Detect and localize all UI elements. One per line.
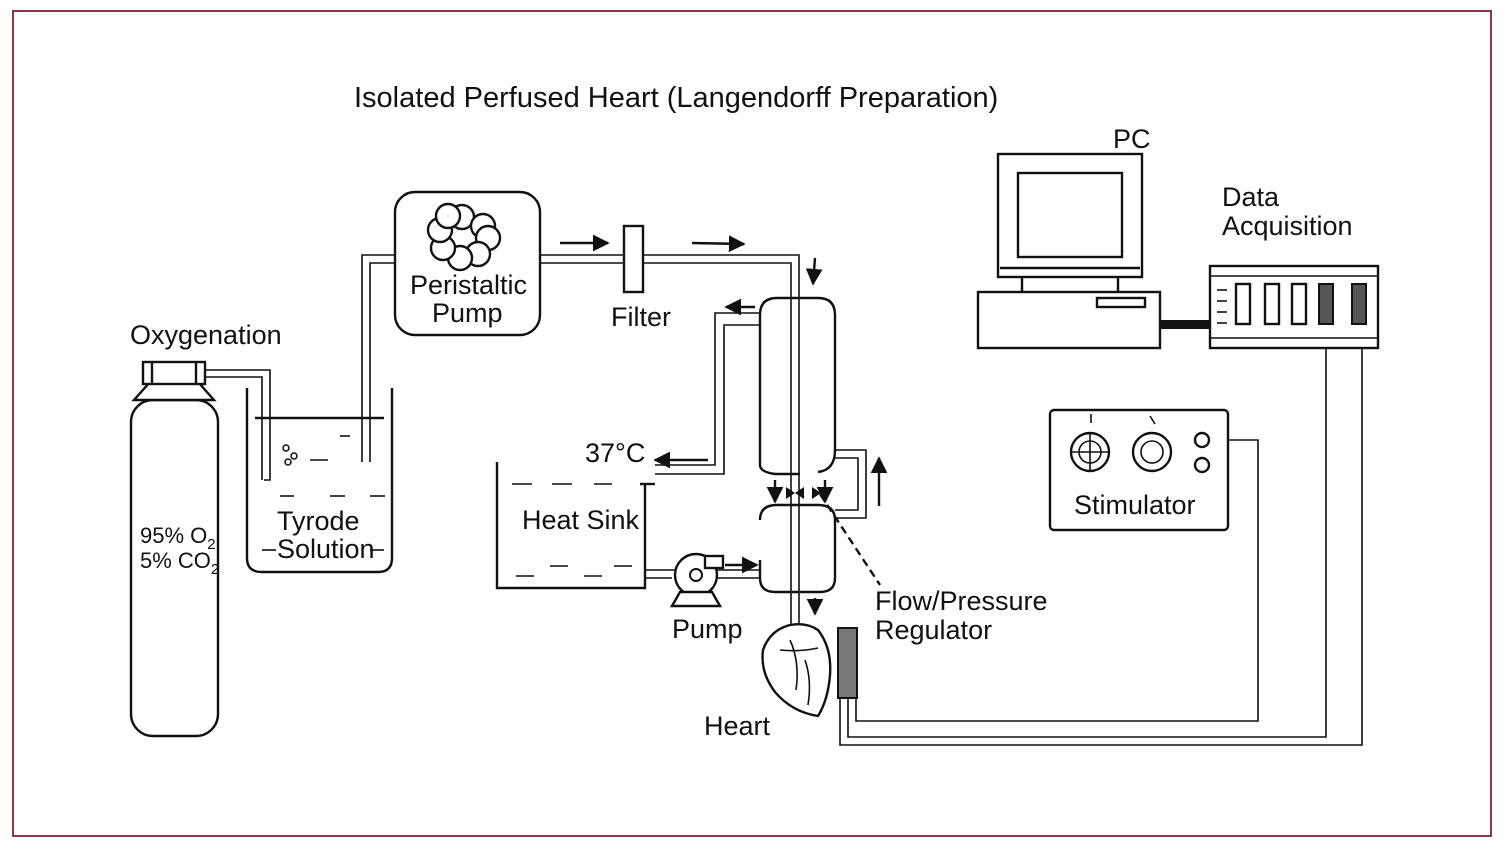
- oxygenation-label: Oxygenation: [130, 320, 282, 350]
- gas-mixture-o2: 95% O2: [140, 523, 216, 553]
- gas-mixture-co2: 5% CO2: [140, 548, 219, 578]
- filter: [622, 224, 645, 294]
- tyrode-label-1: Tyrode: [277, 506, 360, 536]
- heart-label: Heart: [704, 711, 771, 741]
- flow-arrow-3: [805, 257, 823, 286]
- temperature-label: 37°C: [585, 438, 645, 468]
- flow-regulator-valve: [786, 487, 821, 499]
- flow-label-1: Flow/Pressure: [875, 586, 1048, 616]
- tyrode-label-2: Solution: [277, 534, 375, 564]
- tyrode-beaker: [245, 388, 394, 574]
- filter-label: Filter: [611, 302, 671, 332]
- heart: [761, 622, 832, 718]
- bypass-loop: [835, 449, 867, 519]
- peristaltic-label-2: Pump: [432, 298, 503, 328]
- pc-computer: [976, 152, 1162, 350]
- regulator-pointer: [818, 493, 882, 586]
- intake-tube: [361, 254, 400, 462]
- circulation-pump: [669, 552, 725, 608]
- pc-label: PC: [1113, 124, 1151, 154]
- heat-sink-label: Heat Sink: [522, 505, 640, 535]
- stimulator-unit: [1048, 408, 1230, 532]
- data-acquisition-unit: [1208, 264, 1380, 350]
- daq-label-2: Acquisition: [1222, 211, 1353, 241]
- jacket-return-tube: [655, 312, 760, 475]
- figure-frame: [12, 10, 1492, 837]
- stimulator-label: Stimulator: [1074, 490, 1196, 520]
- pc-daq-cable: [1160, 320, 1210, 329]
- stimulating-electrode: [837, 627, 858, 699]
- peristaltic-label-1: Peristaltic: [410, 270, 527, 300]
- diagram-title: Isolated Perfused Heart (Langendorff Pre…: [354, 82, 998, 114]
- flow-label-2: Regulator: [875, 615, 992, 645]
- gas-cylinder: [129, 360, 220, 738]
- circulation-tube: [645, 569, 760, 579]
- daq-label-1: Data: [1222, 182, 1280, 212]
- electrode-leads: [839, 322, 1363, 746]
- pump-label: Pump: [672, 614, 743, 644]
- gas-tube: [205, 369, 271, 481]
- flow-arrow-2: [691, 235, 746, 253]
- water-jacket: [758, 296, 837, 594]
- heat-sink-bath: [495, 462, 655, 590]
